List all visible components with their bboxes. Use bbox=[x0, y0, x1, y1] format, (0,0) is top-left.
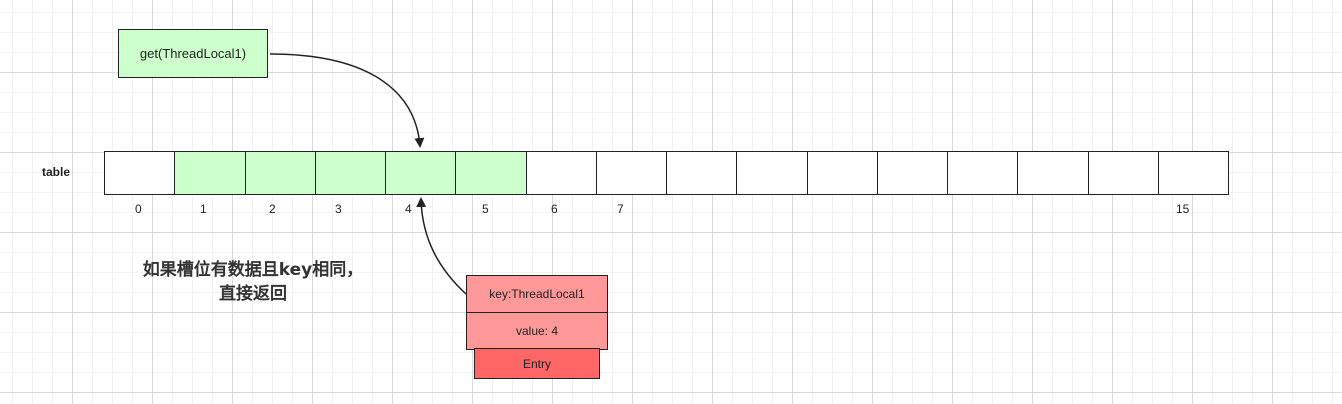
table-slot-5 bbox=[456, 152, 527, 194]
index-label-2: 2 bbox=[269, 202, 276, 216]
table-label: table bbox=[42, 165, 71, 179]
get-to-slot-arrow bbox=[269, 53, 425, 148]
table-slot-14 bbox=[1088, 152, 1159, 194]
index-label-1: 1 bbox=[200, 202, 207, 216]
entry-key-text: key:ThreadLocal1 bbox=[489, 287, 585, 301]
table-slot-8 bbox=[667, 152, 738, 194]
note-line-1: 如果槽位有数据且key相同， bbox=[142, 260, 364, 280]
entry-key-field: key:ThreadLocal1 bbox=[466, 275, 608, 313]
table-slot-9 bbox=[737, 152, 808, 194]
entry-node: key:ThreadLocal1 value: 4 Entry bbox=[466, 275, 608, 379]
index-label-5: 5 bbox=[482, 202, 489, 216]
index-label-6: 6 bbox=[551, 202, 558, 216]
table-slot-2 bbox=[245, 152, 316, 194]
entry-type-text: Entry bbox=[522, 356, 551, 371]
table-slot-10 bbox=[807, 152, 878, 194]
index-label-7: 7 bbox=[617, 202, 624, 216]
explanation-note: 如果槽位有数据且key相同， 直接返回 bbox=[113, 258, 393, 306]
table-slot-11 bbox=[877, 152, 948, 194]
note-line-2: 直接返回 bbox=[219, 284, 287, 304]
index-label-0: 0 bbox=[135, 202, 142, 216]
index-label-15: 15 bbox=[1176, 202, 1190, 216]
table-slot-15 bbox=[1158, 152, 1228, 194]
table-slot-7 bbox=[596, 152, 667, 194]
table-slot-3 bbox=[315, 152, 386, 194]
table-slot-0 bbox=[105, 152, 176, 194]
entry-type-label: Entry bbox=[474, 348, 600, 379]
table-slot-13 bbox=[1018, 152, 1089, 194]
index-label-4: 4 bbox=[405, 202, 412, 216]
get-request-box: get(ThreadLocal1) bbox=[118, 29, 268, 78]
table-slot-12 bbox=[948, 152, 1019, 194]
entry-to-slot-arrow bbox=[416, 197, 467, 295]
index-label-3: 3 bbox=[335, 202, 342, 216]
table-slot-4 bbox=[386, 152, 457, 194]
hash-table-array bbox=[104, 151, 1229, 195]
get-request-label: get(ThreadLocal1) bbox=[139, 46, 247, 61]
table-slot-1 bbox=[175, 152, 246, 194]
entry-value-field: value: 4 bbox=[466, 311, 608, 350]
table-slot-6 bbox=[526, 152, 597, 194]
entry-value-text: value: 4 bbox=[515, 323, 559, 338]
